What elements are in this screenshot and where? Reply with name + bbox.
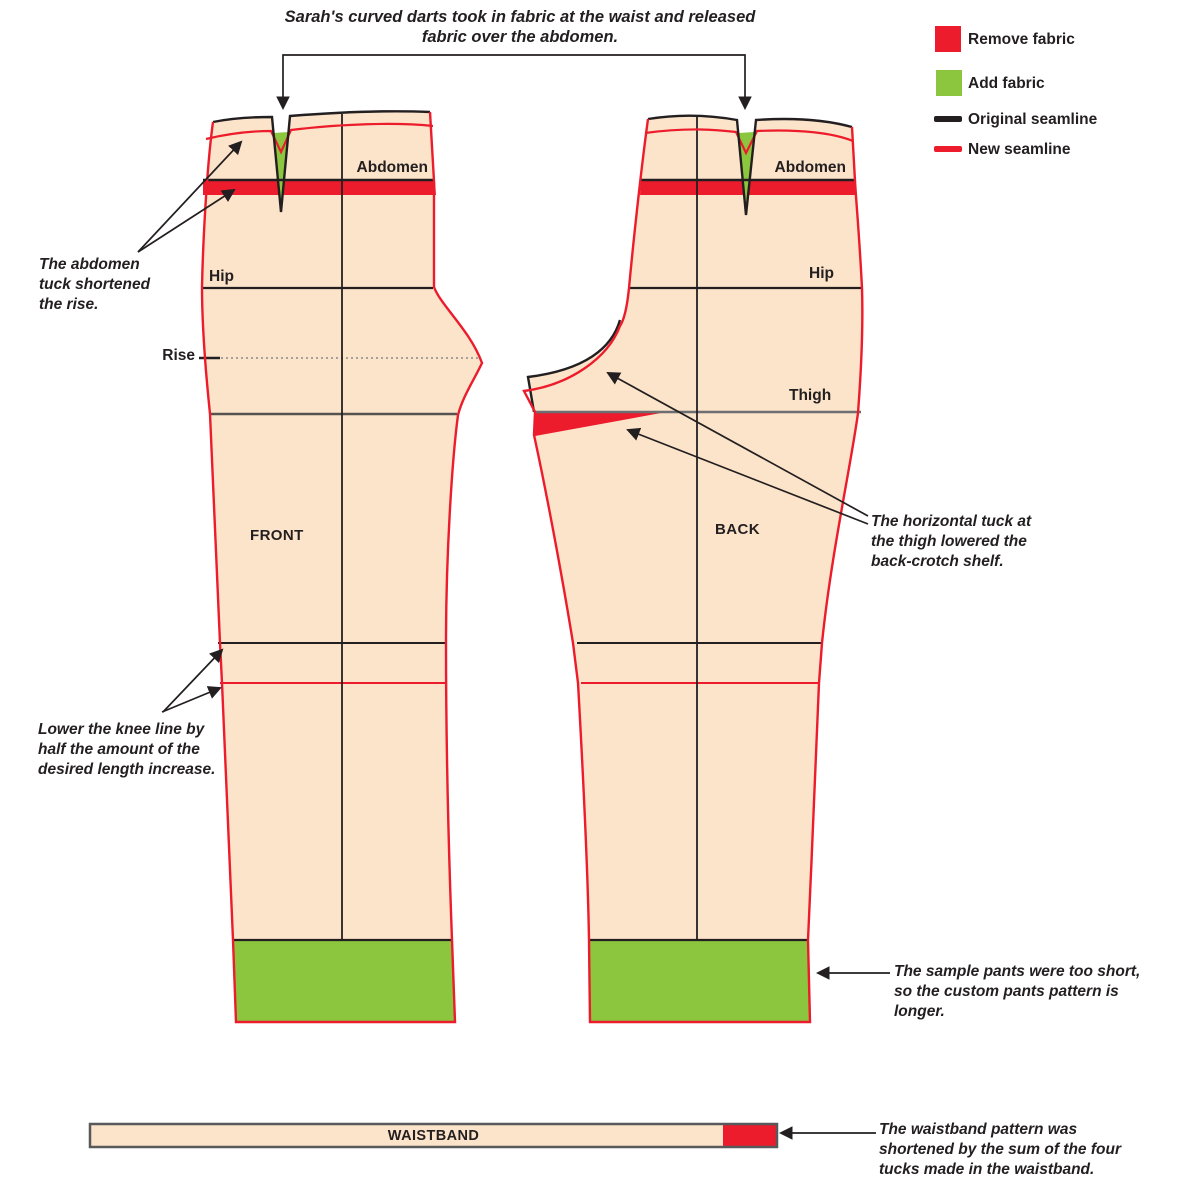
legend-add-fabric-label: Add fabric xyxy=(968,75,1045,92)
remove-fabric-swatch xyxy=(935,26,961,52)
back-dart-add-fabric xyxy=(739,132,754,213)
back-piece-fill xyxy=(528,115,863,1022)
back-hip-label: Hip xyxy=(809,265,834,282)
back-outline-new-seamline xyxy=(522,118,864,1024)
legend-original-seamline-label: Original seamline xyxy=(968,111,1098,128)
hem-extension-note: The sample pants were too short, so the … xyxy=(894,963,1141,1020)
legend-new-seamline-label: New seamline xyxy=(968,141,1071,158)
back-pattern-piece xyxy=(522,114,864,1024)
front-hip-label: Hip xyxy=(209,268,234,285)
front-dart-add-fabric xyxy=(274,132,288,210)
front-pattern-piece xyxy=(199,110,484,1024)
front-abdomen-tuck-band xyxy=(203,181,436,195)
waistband-label: WAISTBAND xyxy=(387,1128,480,1144)
waistband-border xyxy=(88,1122,779,1149)
annotation-arrows xyxy=(137,54,890,1140)
back-hem-add-fabric xyxy=(589,940,810,1022)
front-waist-new-seamline xyxy=(205,122,434,155)
back-abdomen-label: Abdomen xyxy=(774,159,846,176)
waistband-piece xyxy=(88,1122,779,1149)
knee-line-note: Lower the knee line by half the amount o… xyxy=(38,721,216,778)
front-rise-label: Rise xyxy=(162,347,195,364)
back-thigh-tuck-wedge xyxy=(535,411,672,436)
new-seamline-swatch xyxy=(934,146,962,152)
thigh-tuck-arrow-2 xyxy=(626,427,869,525)
back-title: BACK xyxy=(715,521,760,538)
knee-note-arrow-2 xyxy=(161,686,222,713)
front-outline-new-seamline xyxy=(200,111,484,1024)
front-abdomen-label: Abdomen xyxy=(356,159,428,176)
knee-note-arrow-1 xyxy=(162,648,224,713)
darts-bracket-arrow xyxy=(276,54,752,111)
waistband-shortened-note: The waistband pattern was shortened by t… xyxy=(879,1121,1121,1178)
legend-swatches xyxy=(934,26,962,152)
caption: Sarah's curved darts took in fabric at t… xyxy=(284,8,756,46)
back-thigh-label: Thigh xyxy=(789,387,832,404)
waistband-remove-segment xyxy=(723,1124,777,1147)
back-waist-original-seamline xyxy=(647,114,853,216)
front-waist-original-seamline xyxy=(212,110,431,213)
back-waist-new-seamline xyxy=(644,128,854,156)
abdomen-tuck-note: The abdomen tuck shortened the rise. xyxy=(39,256,151,313)
front-hem-add-fabric xyxy=(233,940,455,1022)
thigh-tuck-note: The horizontal tuck at the thigh lowered… xyxy=(871,513,1032,570)
abdomen-note-arrow-1 xyxy=(137,140,243,253)
back-crotch-original-seamline xyxy=(526,319,622,413)
waistband-strip xyxy=(90,1124,777,1147)
add-fabric-swatch xyxy=(936,70,962,96)
thigh-tuck-arrow-1 xyxy=(606,372,869,517)
original-seamline-swatch xyxy=(934,116,962,122)
legend-remove-fabric-label: Remove fabric xyxy=(968,31,1075,48)
abdomen-note-arrow-2 xyxy=(137,188,236,253)
front-title: FRONT xyxy=(250,527,304,544)
